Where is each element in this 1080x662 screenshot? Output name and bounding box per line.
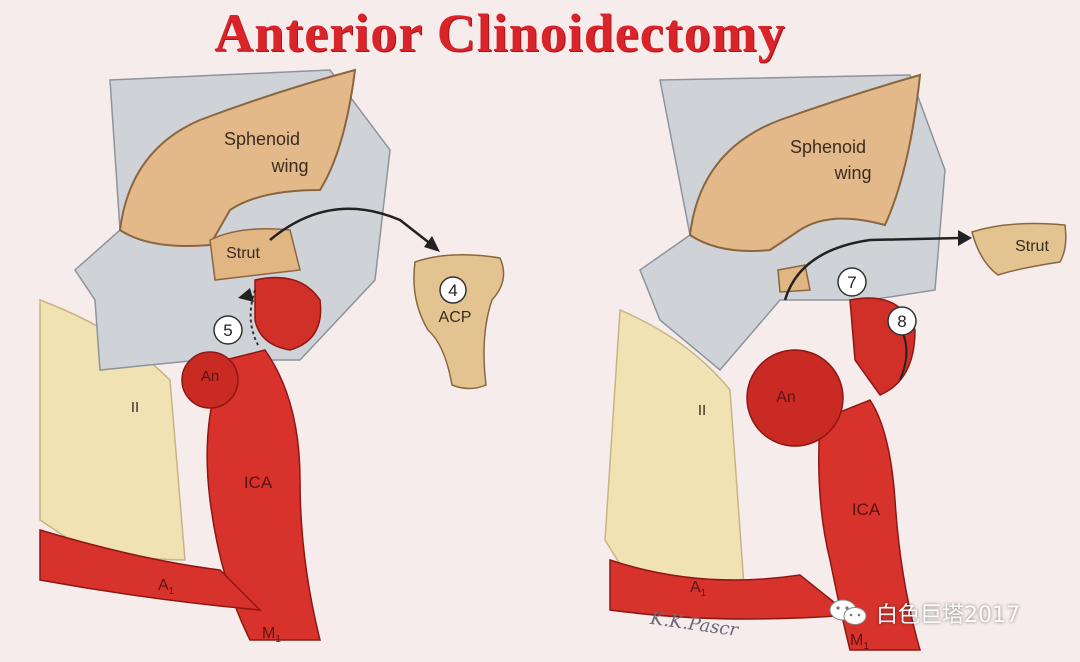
step-4-marker: 4 <box>448 281 457 300</box>
label-a1: A1 <box>158 577 175 597</box>
a1-artery <box>39 528 262 611</box>
acp-fragment <box>413 254 505 390</box>
strut-fragment <box>971 222 1067 276</box>
aneurysm <box>181 351 239 409</box>
wechat-watermark: 白色巨塔2017 <box>828 596 1020 630</box>
label-m1: M1 <box>262 625 281 645</box>
step-7-marker: 7 <box>847 273 856 292</box>
sphenoid-wing <box>688 73 922 252</box>
label-optic-nerve: II <box>131 399 139 416</box>
label-wing: wing <box>833 163 871 183</box>
label-ica: ICA <box>852 500 881 519</box>
label-ica: ICA <box>244 473 273 492</box>
wechat-icon <box>829 599 867 625</box>
label-sphenoid: Sphenoid <box>790 137 866 157</box>
label-strut: Strut <box>1015 238 1049 255</box>
arrow-to-strut <box>783 236 961 301</box>
label-wing: wing <box>270 156 308 176</box>
label-sphenoid: Sphenoid <box>224 129 300 149</box>
arrow-to-acp <box>269 207 433 246</box>
label-strut: Strut <box>226 245 260 262</box>
clinoid-segment <box>254 276 322 351</box>
ica-artery <box>818 399 921 651</box>
optic-strut <box>209 228 301 281</box>
label-a1: A1 <box>690 579 707 599</box>
label-acp: ACP <box>439 309 472 326</box>
label-optic-nerve: II <box>698 402 706 419</box>
left-illustration: 4 5 Sphenoid wing Strut ACP II An ICA A1… <box>39 68 505 645</box>
page-title: Anterior Clinoidectomy <box>214 3 786 63</box>
ica-artery <box>206 349 321 641</box>
step-8-marker: 8 <box>897 312 906 331</box>
label-m1: M1 <box>850 632 869 652</box>
step-5-marker: 5 <box>223 321 232 340</box>
label-aneurysm: An <box>776 389 796 406</box>
watermark-text: 白色巨塔2017 <box>876 603 1020 628</box>
aneurysm <box>746 349 844 447</box>
label-aneurysm: An <box>201 368 219 385</box>
